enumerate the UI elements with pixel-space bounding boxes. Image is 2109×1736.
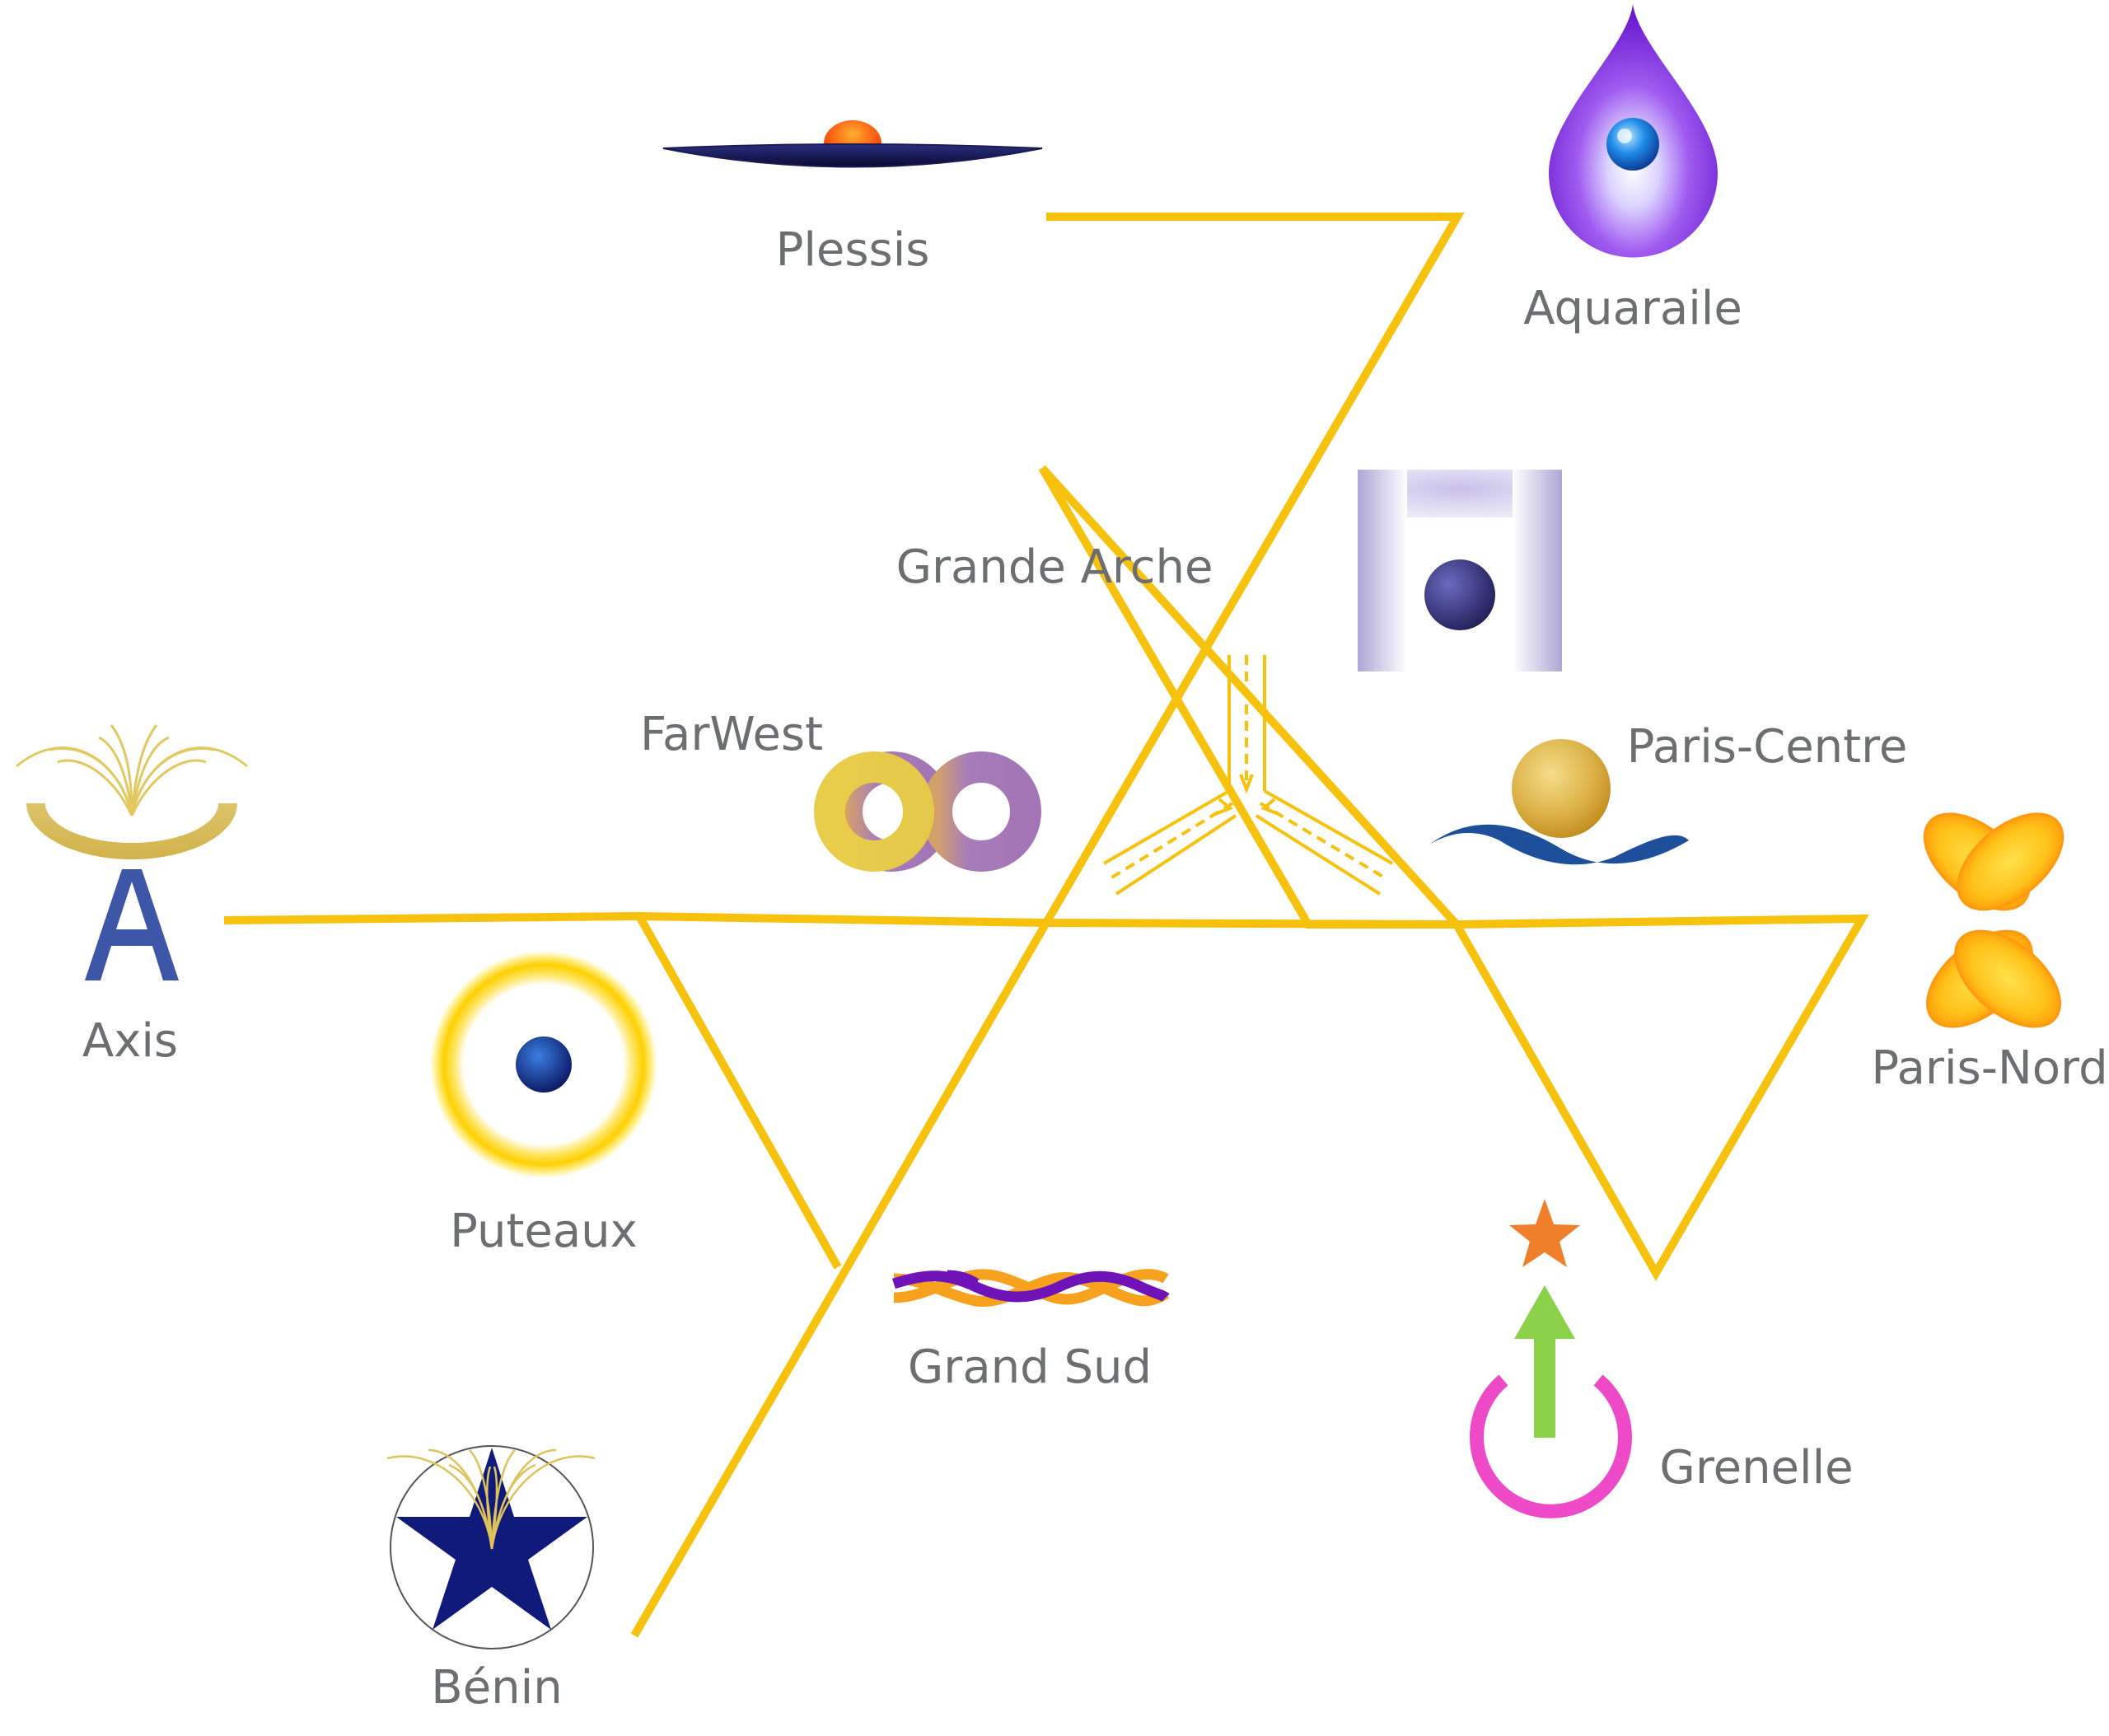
north-triangle-line [1038, 213, 1465, 929]
star-fountain-icon [386, 1445, 596, 1649]
paris-centre-label: Paris-Centre [1627, 720, 1908, 774]
axis-label: Axis [82, 1014, 178, 1068]
fountain-letter-a-icon [16, 724, 248, 980]
central-road [638, 912, 1047, 927]
twisted-ribbons-icon [891, 1269, 1170, 1307]
arch-gate-icon [1358, 470, 1562, 671]
benin-label: Bénin [431, 1661, 562, 1715]
paris-nord-label: Paris-Nord [1871, 1041, 2107, 1095]
southwest-diagonal [630, 920, 1050, 1638]
grand-sud-label: Grand Sud [908, 1341, 1152, 1394]
plessis-label: Plessis [776, 223, 930, 277]
converging-roads-icon [1102, 655, 1393, 896]
plessis-icon [662, 120, 1043, 168]
aquaraile-label: Aquaraile [1523, 282, 1742, 335]
four-petal-flower-icon [1923, 812, 2065, 1028]
sun-over-wave-icon [1429, 739, 1689, 865]
east-triangle-line [1452, 914, 1869, 1282]
road-network [223, 213, 1869, 1638]
double-ring-icon [814, 751, 1041, 872]
grande-arche-label: Grande Arche [896, 540, 1213, 594]
grenelle-label: Grenelle [1659, 1441, 1853, 1495]
farwest-label: FarWest [640, 708, 823, 761]
glowing-ring-icon [430, 951, 657, 1178]
water-drop-icon [1548, 4, 1718, 258]
puteaux-label: Puteaux [450, 1205, 638, 1258]
power-arrow-star-icon [1470, 1199, 1632, 1518]
grande-arche-diagonal [1039, 465, 1460, 928]
